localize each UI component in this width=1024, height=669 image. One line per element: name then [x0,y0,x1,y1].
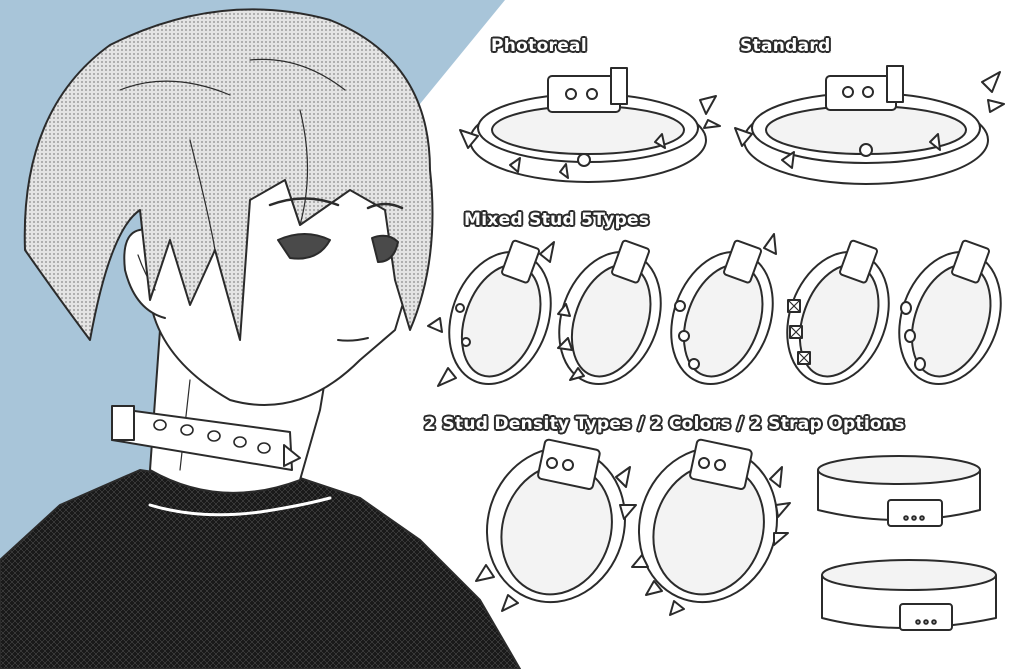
hair [23,8,434,341]
right-eye [371,234,399,263]
plain-strap-collar-top [817,455,981,527]
mixed-stud-collar-2 [557,239,662,385]
plain-strap-collar-bottom [821,559,997,631]
dense-stud-collar [631,438,791,616]
mixed-stud-collar-3 [670,233,777,385]
standard-collar [734,65,1005,185]
worn-collar [111,405,301,471]
mixed-stud-collar-4 [786,239,890,385]
photoreal-collar [459,67,721,183]
standard-label: Standard [740,36,831,56]
options-label: 2 Stud Density Types / 2 Colors / 2 Stra… [424,414,905,434]
ear [123,228,166,319]
character-figure [0,8,521,669]
photoreal-label: Photoreal [491,36,587,56]
shirt [0,469,521,669]
mixed-stud-collar-1 [427,239,555,387]
mixed-stud-collar-5 [898,239,1002,385]
mixed-stud-label: Mixed Stud 5Types [464,210,650,230]
mouth [337,337,369,342]
left-eye [277,233,331,260]
large-stud-collar [475,438,637,612]
